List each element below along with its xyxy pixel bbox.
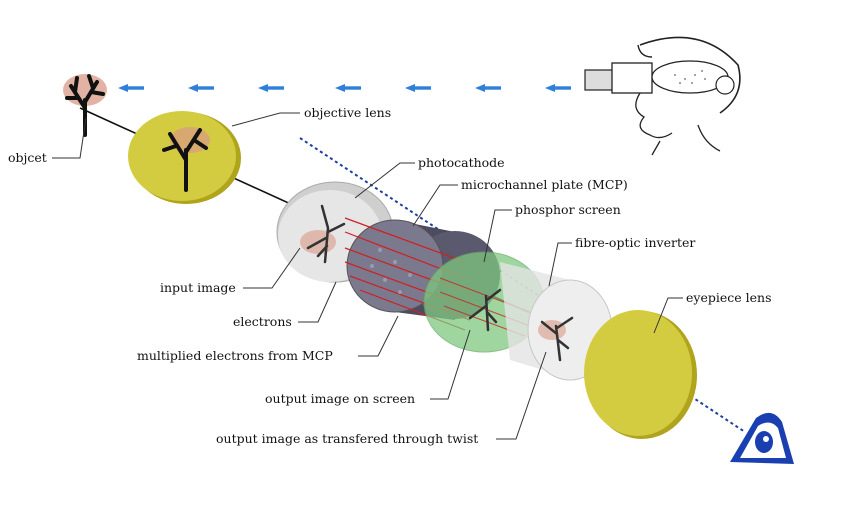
blue-arrow-icon — [335, 84, 361, 92]
label-output-image-twist: output image as transfered through twist — [216, 431, 478, 446]
label-electrons: electrons — [233, 314, 292, 329]
label-fibre-optic-inverter: fibre-optic inverter — [575, 235, 695, 250]
blue-arrow-icon — [405, 84, 431, 92]
blue-arrow-icon — [118, 84, 144, 92]
label-input-image: input image — [160, 280, 236, 295]
label-object: objcet — [8, 150, 47, 165]
label-multiplied-electrons: multiplied electrons from MCP — [137, 348, 333, 363]
blue-arrow-icon — [258, 84, 284, 92]
label-mcp: microchannel plate (MCP) — [461, 177, 628, 192]
direction-arrows — [118, 84, 571, 92]
eyepiece-lens — [584, 310, 697, 439]
blue-arrow-icon — [545, 84, 571, 92]
label-objective-lens: objective lens — [304, 105, 391, 120]
label-phosphor-screen: phosphor screen — [515, 202, 621, 217]
tree-icon — [63, 74, 107, 137]
helmet-goggles-viewer-icon — [584, 36, 741, 156]
blue-arrow-icon — [475, 84, 501, 92]
eye-icon — [730, 412, 794, 464]
objective-lens — [128, 111, 241, 204]
label-eyepiece-lens: eyepiece lens — [686, 290, 772, 305]
label-output-image-screen: output image on screen — [265, 391, 415, 406]
leader-lines — [52, 112, 683, 440]
label-photocathode: photocathode — [418, 155, 505, 170]
blue-arrow-icon — [188, 84, 214, 92]
